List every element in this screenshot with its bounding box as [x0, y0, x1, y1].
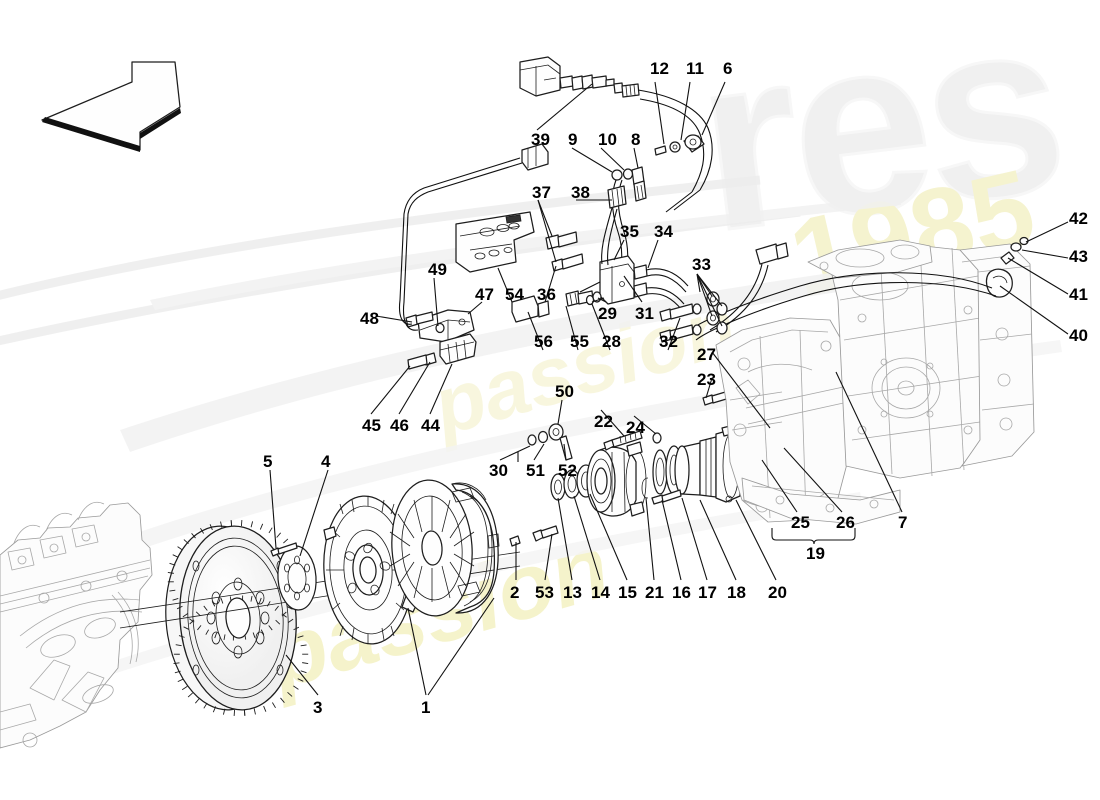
callout-45: 45 — [362, 416, 381, 435]
callout-7: 7 — [898, 513, 908, 532]
callout-5: 5 — [263, 452, 273, 471]
hydraulic-pipe-38 — [601, 207, 618, 266]
callout-54: 54 — [505, 285, 524, 304]
callout-48: 48 — [360, 309, 379, 328]
callout-28: 28 — [602, 332, 621, 351]
cover-straps — [451, 487, 500, 597]
callout-42: 42 — [1069, 209, 1088, 228]
callout-26: 26 — [836, 513, 855, 532]
bleed-screw — [603, 430, 662, 451]
callout-53: 53 — [535, 583, 554, 602]
callout-34: 34 — [654, 222, 673, 241]
callout-43: 43 — [1069, 247, 1088, 266]
callout-49: 49 — [428, 260, 447, 279]
callout-41: 41 — [1069, 285, 1088, 304]
flywheel-bolt — [270, 542, 298, 557]
callout-25: 25 — [791, 513, 810, 532]
callout-11: 11 — [686, 59, 704, 78]
leader-lines — [269, 81, 1069, 696]
callout-6: 6 — [723, 59, 733, 78]
callout-12: 12 — [650, 59, 669, 78]
hydraulic-manifold — [511, 231, 728, 343]
group-bracket-19 — [771, 528, 856, 545]
callout-46: 46 — [390, 416, 409, 435]
callout-33: 33 — [692, 255, 711, 274]
callout-39: 39 — [531, 130, 550, 149]
callout-44: 44 — [421, 416, 440, 435]
release-bearing-body — [586, 441, 647, 517]
callout-21: 21 — [645, 583, 664, 602]
callout-8: 8 — [631, 130, 641, 149]
hydraulic-hose-assembly — [519, 56, 713, 285]
gearbox-housing — [715, 239, 1035, 525]
callout-17: 17 — [698, 583, 717, 602]
callout-56: 56 — [534, 332, 553, 351]
callout-16: 16 — [672, 583, 691, 602]
callout-4: 4 — [321, 452, 331, 471]
callout-3: 3 — [313, 698, 323, 717]
flywheel — [119, 519, 521, 721]
position-sensor — [398, 143, 549, 370]
callout-47: 47 — [475, 285, 494, 304]
callout-9: 9 — [568, 130, 578, 149]
callout-29: 29 — [598, 304, 617, 323]
direction-arrow — [41, 61, 181, 152]
callout-50: 50 — [555, 382, 574, 401]
callout-36: 36 — [537, 285, 556, 304]
callout-31: 31 — [635, 304, 654, 323]
callout-14: 14 — [591, 583, 610, 602]
callout-40: 40 — [1069, 326, 1088, 345]
clutch-slave-cylinder — [550, 424, 741, 517]
callout-15: 15 — [618, 583, 637, 602]
clutch-pressure-plate — [389, 479, 500, 617]
bracket-plate — [455, 211, 535, 273]
clutch-driven-plate — [323, 495, 419, 645]
callout-27: 27 — [697, 345, 716, 364]
callout-23: 23 — [697, 370, 716, 389]
callout-55: 55 — [570, 332, 589, 351]
callout-19: 19 — [806, 544, 825, 563]
torsion-springs — [344, 542, 391, 596]
callout-38: 38 — [571, 183, 590, 202]
callout-18: 18 — [727, 583, 746, 602]
callout-1: 1 — [421, 698, 431, 717]
callout-24: 24 — [626, 418, 645, 437]
callout-32: 32 — [659, 332, 678, 351]
callout-37: 37 — [532, 183, 551, 202]
callout-51: 51 — [526, 461, 545, 480]
engine-block — [0, 501, 153, 749]
callout-13: 13 — [563, 583, 582, 602]
diaphragm-spring-fingers — [389, 496, 475, 602]
small-fasteners — [527, 423, 573, 461]
callout-10: 10 — [598, 130, 617, 149]
callout-2: 2 — [510, 583, 520, 602]
callout-30: 30 — [489, 461, 508, 480]
callout-22: 22 — [594, 412, 613, 431]
clutch-cover-bolt — [509, 525, 559, 547]
callout-35: 35 — [620, 222, 639, 241]
callout-52: 52 — [558, 461, 577, 480]
callout-20: 20 — [768, 583, 787, 602]
